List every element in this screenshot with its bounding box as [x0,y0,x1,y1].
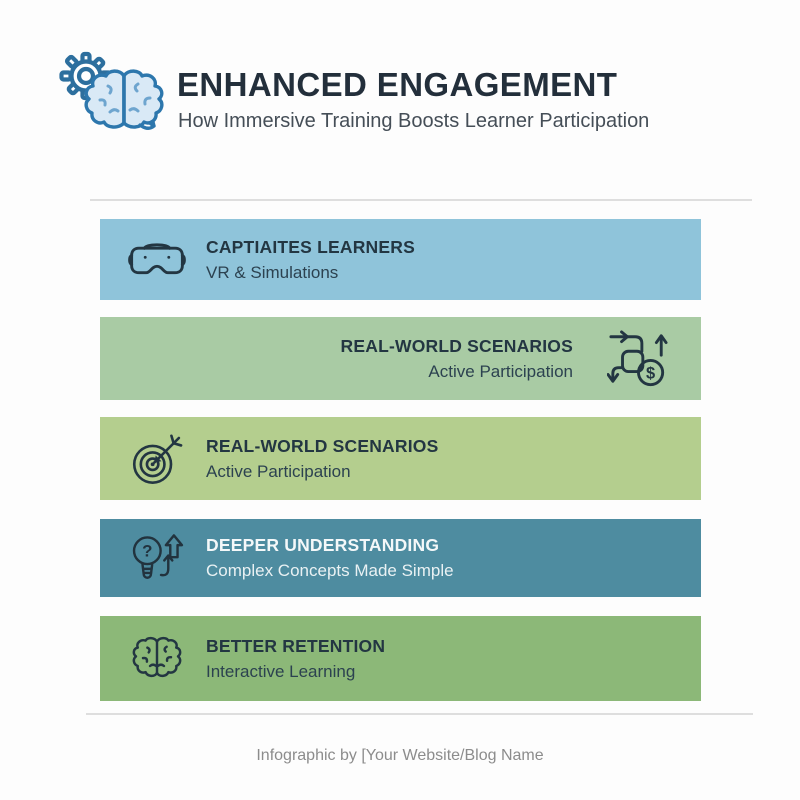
target-dart-icon [128,429,186,489]
row-subtext: Active Participation [428,361,573,381]
row-subtext: Active Participation [206,461,351,481]
dollar-glyph: $ [646,364,655,382]
footer-credit: Infographic by [Your Website/Blog Name [256,747,544,764]
row-heading: BETTER RETENTION [206,635,386,656]
lightbulb-question-icon: ? [128,528,186,588]
row-deeper-understanding: ? DEEPER UNDERSTANDING Complex Concepts … [100,519,701,597]
page-title: ENHANCED ENGAGEMENT [177,66,618,103]
row-text: REAL-WORLD SCENARIOS Active Participatio… [341,336,573,382]
row-subtext: Interactive Learning [206,661,356,681]
brain-icon [128,629,186,689]
row-text: BETTER RETENTION Interactive Learning [206,636,385,682]
page-subtitle: How Immersive Training Boosts Learner Pa… [178,110,650,132]
money-flow-icon: $ [606,329,670,389]
row-real-world-scenarios: REAL-WORLD SCENARIOS Active Participatio… [100,417,701,500]
row-subtext: VR & Simulations [206,262,339,282]
row-heading: DEEPER UNDERSTANDING [206,535,440,555]
row-better-retention: BETTER RETENTION Interactive Learning [100,616,701,701]
row-text: CAPTIAITES LEARNERS VR & Simulations [206,237,415,283]
row-text: DEEPER UNDERSTANDING Complex Concepts Ma… [206,535,454,581]
row-text: REAL-WORLD SCENARIOS Active Participatio… [206,436,438,482]
row-real-world-scenarios-top: $ REAL-WORLD SCENARIOS Active Participat… [100,317,701,400]
question-glyph: ? [142,541,152,560]
row-heading: REAL-WORLD SCENARIOS [340,335,573,356]
row-subtext: Complex Concepts Made Simple [206,561,454,580]
row-heading: CAPTIAITES LEARNERS [206,236,415,257]
top-divider [90,199,752,201]
row-heading: REAL-WORLD SCENARIOS [206,435,439,456]
bottom-divider [86,713,753,715]
vr-headset-icon [128,230,186,290]
brain-logo-icon [84,69,164,130]
row-captivates-learners: CAPTIAITES LEARNERS VR & Simulations [100,219,701,300]
gear-brain-icon [58,48,166,156]
